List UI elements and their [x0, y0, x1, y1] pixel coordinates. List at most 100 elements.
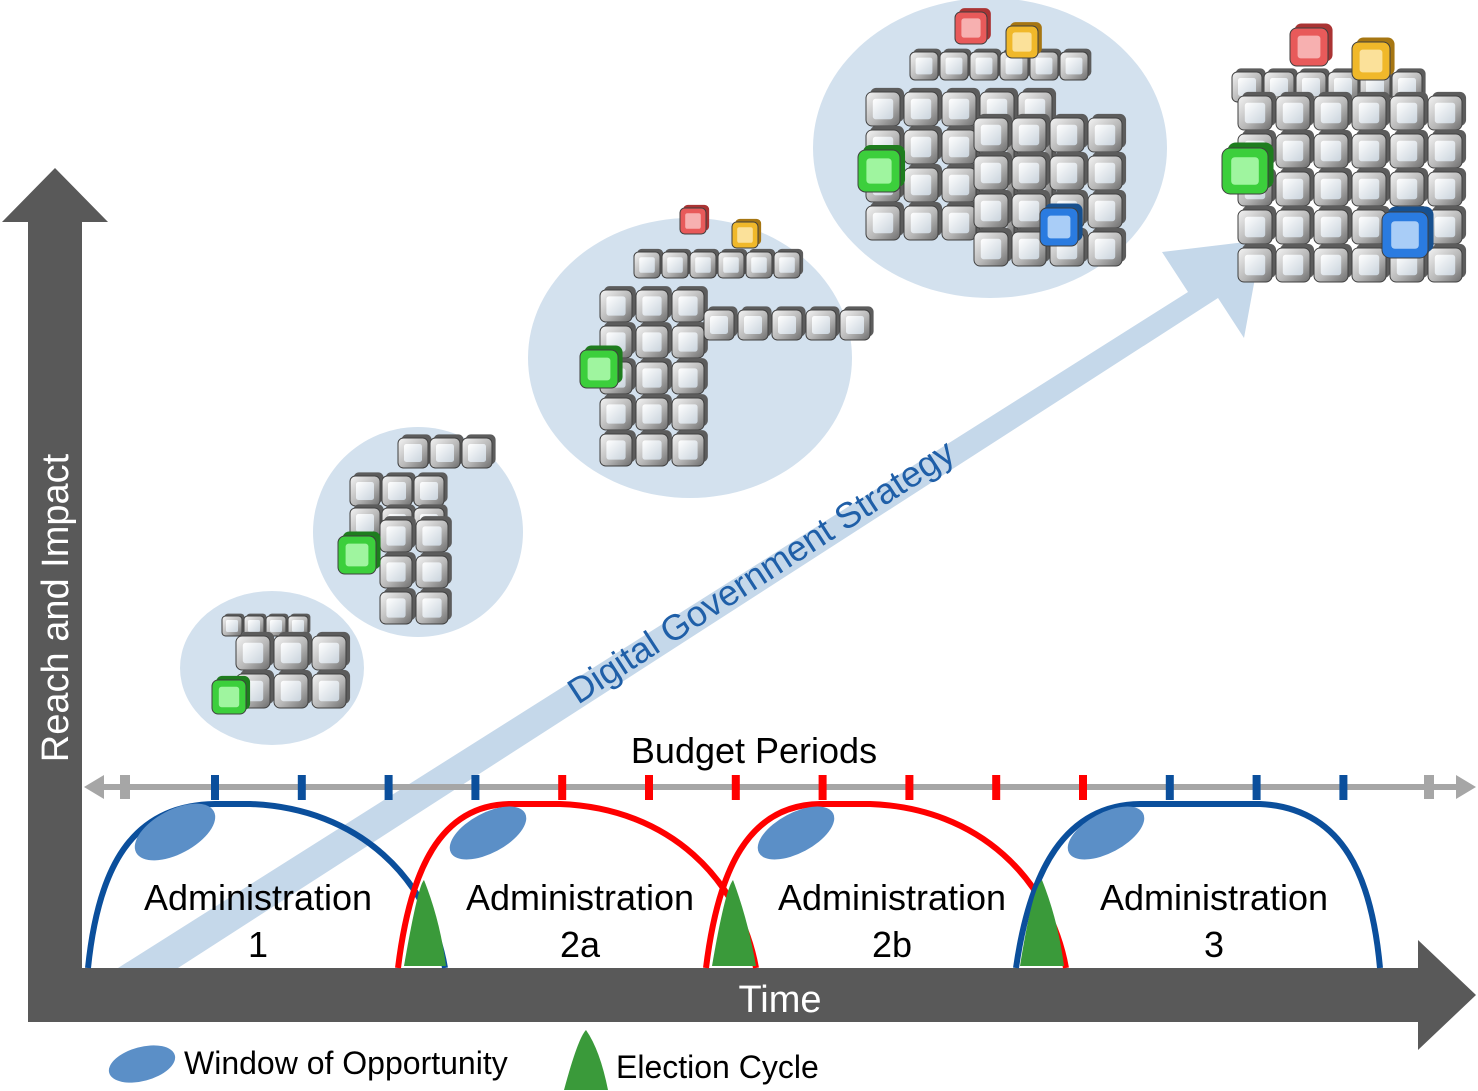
silver-cube: [671, 394, 708, 431]
silver-cube: [1049, 113, 1089, 153]
silver-cube: [717, 248, 748, 279]
green-cube: [337, 531, 381, 575]
silver-cube: [379, 516, 416, 553]
silver-cube: [349, 504, 384, 539]
silver-cube: [635, 322, 672, 359]
silver-cube: [745, 248, 776, 279]
admin-2a-arc: [395, 801, 759, 969]
silver-cube: [773, 248, 804, 279]
budget-periods: Budget Periods: [84, 730, 1476, 800]
green-cube: [211, 675, 251, 715]
silver-cube: [973, 227, 1013, 267]
silver-cube: [1351, 167, 1391, 207]
budget-tick: [645, 775, 653, 800]
silver-cube: [973, 189, 1013, 229]
silver-cube: [903, 125, 943, 165]
election-cycle-2: [712, 880, 756, 966]
silver-cube: [737, 306, 772, 341]
silver-cube: [415, 552, 452, 589]
admin-2b-number: 2b: [872, 924, 912, 965]
window-of-opportunity-3: [757, 806, 835, 860]
silver-cube: [1087, 227, 1127, 267]
y-axis-arrow: [2, 168, 108, 1022]
admin-2a-number: 2a: [560, 924, 601, 965]
admin-2a-label: Administration: [466, 877, 694, 918]
election-cycle-1: [404, 880, 446, 966]
legend: Window of Opportunity Election Cycle: [108, 1030, 819, 1090]
red-cube: [1289, 23, 1333, 67]
silver-cube: [903, 201, 943, 241]
silver-cube: [865, 201, 905, 241]
budget-tick: [384, 775, 393, 800]
silver-cube: [461, 434, 496, 469]
red-cube: [679, 204, 710, 235]
silver-cube: [599, 430, 636, 467]
red-cube: [954, 8, 991, 45]
budget-arrow-left: [84, 775, 104, 799]
silver-cube: [635, 394, 672, 431]
yellow-cube: [1351, 37, 1395, 81]
window-of-opportunity-2: [449, 806, 527, 860]
silver-cube: [635, 358, 672, 395]
budget-tick: [297, 775, 306, 800]
silver-cube: [1237, 91, 1277, 131]
legend-election-icon: [564, 1030, 608, 1090]
silver-cube: [941, 125, 981, 165]
silver-cube: [903, 87, 943, 127]
election-cycle-3: [1020, 880, 1064, 966]
budget-tick: [1252, 775, 1261, 800]
silver-cube: [349, 472, 384, 507]
silver-cube: [969, 48, 1002, 81]
budget-tick: [1079, 775, 1087, 800]
silver-cube: [771, 306, 806, 341]
silver-cube: [1351, 91, 1391, 131]
silver-cube: [287, 613, 311, 637]
silver-cube: [1237, 205, 1277, 245]
budget-tick: [211, 775, 219, 800]
silver-cube: [1313, 205, 1353, 245]
silver-cube: [599, 394, 636, 431]
silver-cube: [429, 434, 464, 469]
silver-cube: [805, 306, 840, 341]
silver-cube: [633, 248, 664, 279]
silver-cube: [661, 248, 692, 279]
y-axis-label: Reach and Impact: [35, 453, 77, 762]
blue-cube: [1381, 206, 1434, 259]
silver-cube: [1427, 167, 1467, 207]
silver-cube: [1011, 113, 1051, 153]
blue-cube: [1039, 203, 1083, 247]
silver-cube: [671, 286, 708, 323]
budget-tick: [1165, 775, 1174, 800]
legend-window-label: Window of Opportunity: [184, 1045, 508, 1081]
silver-cube: [1275, 243, 1315, 283]
budget-tick: [905, 775, 914, 800]
silver-cube: [1427, 205, 1467, 245]
silver-cube: [311, 669, 351, 709]
silver-cube: [1351, 243, 1391, 283]
legend-election-label: Election Cycle: [616, 1049, 819, 1085]
silver-cube: [1427, 91, 1467, 131]
admin-1-number: 1: [248, 924, 268, 965]
silver-cube: [1389, 129, 1429, 169]
silver-cube: [671, 358, 708, 395]
admin-3-label: Administration: [1100, 877, 1328, 918]
silver-cube: [689, 248, 720, 279]
silver-cube: [903, 163, 943, 203]
silver-cube: [1313, 243, 1353, 283]
silver-cube: [235, 631, 275, 671]
silver-cube: [1295, 68, 1330, 103]
budget-periods-label: Budget Periods: [631, 730, 877, 771]
silver-cube: [265, 613, 289, 637]
silver-cube: [379, 552, 416, 589]
silver-cube: [671, 430, 708, 467]
silver-cube: [1237, 243, 1277, 283]
silver-cube: [865, 87, 905, 127]
silver-cube: [941, 87, 981, 127]
silver-cube: [1313, 167, 1353, 207]
budget-tick: [1339, 775, 1348, 800]
green-cube: [1221, 142, 1274, 195]
silver-cube: [415, 588, 452, 625]
silver-cube: [1275, 91, 1315, 131]
silver-cube: [839, 306, 874, 341]
